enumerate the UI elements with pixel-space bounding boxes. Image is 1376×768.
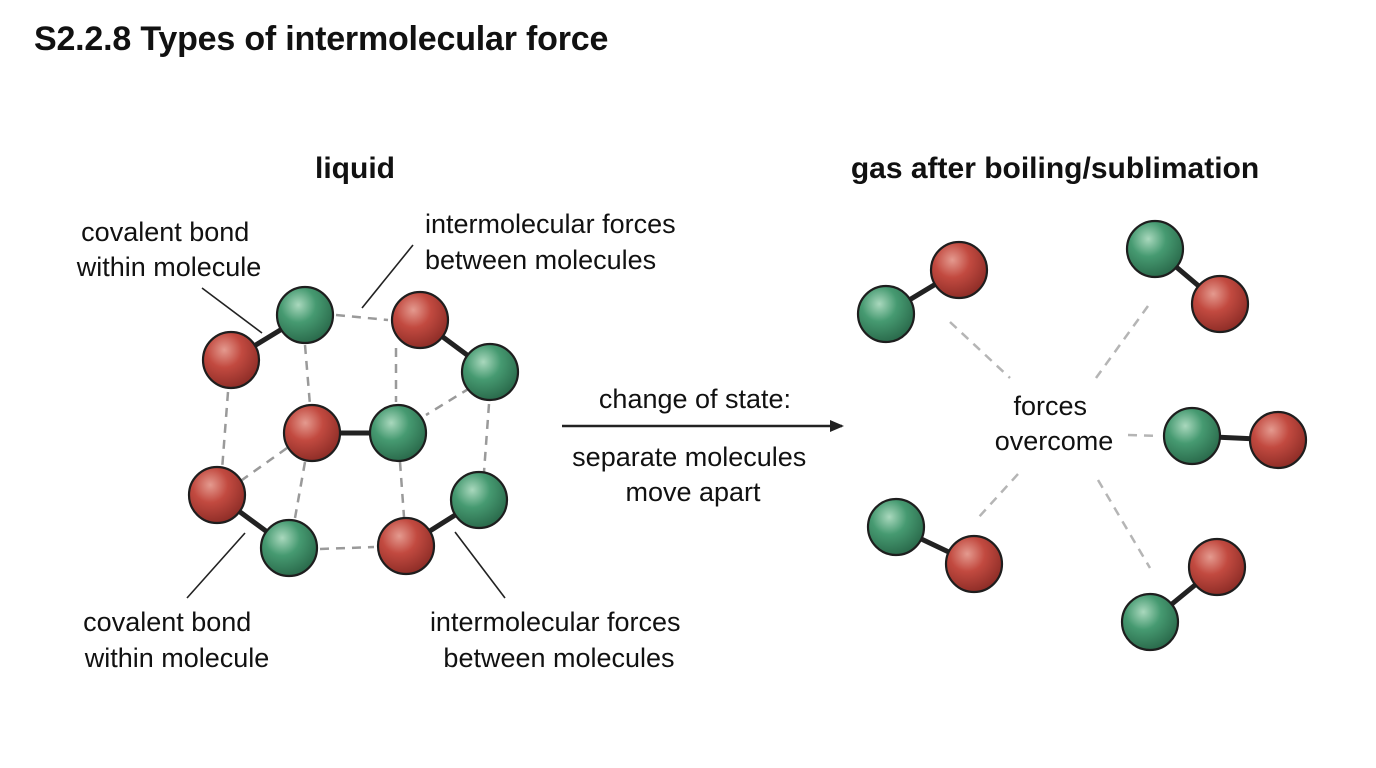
green-atom (1125, 219, 1185, 279)
imf-line (293, 461, 307, 519)
red-atom (187, 465, 247, 525)
imf-line-faded (977, 473, 1019, 519)
arrow-top-label: change of state: (599, 384, 791, 414)
red-atom (944, 534, 1004, 594)
imf-line (319, 545, 375, 551)
red-atom (201, 330, 261, 390)
green-atom (368, 403, 428, 463)
green-atom (856, 284, 916, 344)
red-atom (1187, 537, 1247, 597)
liquid-molecule (201, 285, 335, 390)
imf-line-faded (1127, 433, 1161, 438)
intermolecular-forces-label-bottom: intermolecular forces between molecules (430, 607, 688, 673)
imf-line (425, 386, 471, 417)
red-atom (1248, 410, 1308, 470)
leader-line (361, 244, 414, 309)
covalent-bond-label-bottom: covalent bond within molecule (83, 607, 269, 673)
imf-line (303, 344, 312, 406)
leader-line (201, 287, 263, 334)
red-atom (390, 290, 450, 350)
covalent-bond-label-top: covalent bond within molecule (76, 217, 262, 282)
gas-molecule (866, 497, 1004, 594)
imf-line (398, 461, 406, 518)
red-atom (282, 403, 342, 463)
gas-molecule (1162, 406, 1308, 470)
gas-molecule (1125, 219, 1250, 334)
imf-line-faded (1096, 479, 1152, 569)
imf-line (482, 403, 491, 473)
liquid-heading: liquid (315, 152, 395, 185)
gas-overcome-forces (949, 305, 1161, 569)
liquid-molecule (282, 403, 428, 463)
imf-line-faded (949, 321, 1011, 379)
gas-molecule (1120, 537, 1247, 652)
forces-overcome-label: forces overcome (995, 391, 1114, 456)
imf-line (241, 446, 288, 482)
green-atom (866, 497, 926, 557)
liquid-molecule (376, 470, 509, 576)
green-atom (449, 470, 509, 530)
red-atom (929, 240, 989, 300)
green-atom (275, 285, 335, 345)
intermolecular-forces-label-top: intermolecular forces between molecules (425, 209, 683, 275)
page-title: S2.2.8 Types of intermolecular force (34, 20, 609, 58)
green-atom (1162, 406, 1222, 466)
imf-line (220, 391, 230, 471)
red-atom (1190, 274, 1250, 334)
liquid-molecule (390, 290, 520, 402)
green-atom (1120, 592, 1180, 652)
leader-line (454, 531, 506, 599)
imf-line-faded (1094, 305, 1150, 379)
imf-line (335, 313, 389, 322)
green-atom (460, 342, 520, 402)
red-atom (376, 516, 436, 576)
liquid-molecule (187, 465, 319, 578)
gas-molecule (856, 240, 989, 344)
arrow-bottom-label: separate molecules move apart (572, 442, 814, 507)
gas-heading: gas after boiling/sublimation (851, 152, 1259, 185)
green-atom (259, 518, 319, 578)
leader-line (186, 532, 246, 599)
liquid-intermolecular-forces (220, 313, 491, 551)
